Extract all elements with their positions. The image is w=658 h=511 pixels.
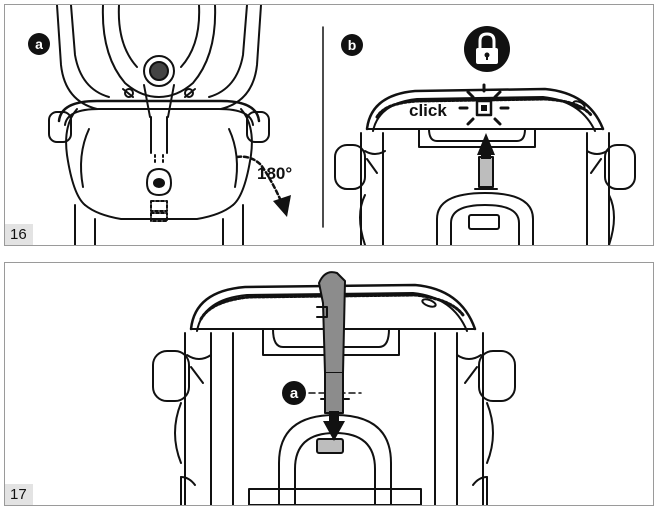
rotation-arrow bbox=[235, 155, 283, 203]
seat-shell-right bbox=[220, 5, 262, 110]
badge-b-16: b bbox=[341, 34, 363, 56]
carry-handle-top bbox=[365, 87, 605, 131]
headrest-padding bbox=[101, 5, 217, 98]
click-label: click bbox=[409, 101, 447, 120]
seat-shell-left bbox=[56, 5, 98, 110]
step-number-17: 17 bbox=[5, 484, 33, 505]
step-number-16: 16 bbox=[5, 224, 33, 245]
step-16-panel: 180° a bbox=[4, 4, 654, 246]
badge-a-17: a bbox=[282, 381, 306, 405]
down-arrow bbox=[323, 421, 345, 441]
badge-a-16: a bbox=[28, 33, 50, 55]
svg-text:a: a bbox=[35, 36, 43, 52]
car-seat-back-view-17 bbox=[152, 271, 516, 505]
headrest-adjust-button bbox=[143, 55, 175, 87]
step-16-illustration: 180° a bbox=[28, 5, 636, 245]
step-17-illustration: a bbox=[152, 271, 516, 505]
step-17-panel: a 17 bbox=[4, 262, 654, 506]
svg-text:a: a bbox=[290, 385, 299, 402]
car-seat-back-view bbox=[334, 83, 636, 245]
carry-handle bbox=[57, 99, 261, 123]
rotation-label: 180° bbox=[257, 164, 292, 183]
car-seat-front-view bbox=[48, 5, 291, 245]
crotch-buckle bbox=[146, 168, 172, 196]
svg-text:b: b bbox=[348, 37, 357, 53]
click-burst bbox=[458, 83, 510, 126]
padlock-locked-icon bbox=[464, 26, 510, 72]
